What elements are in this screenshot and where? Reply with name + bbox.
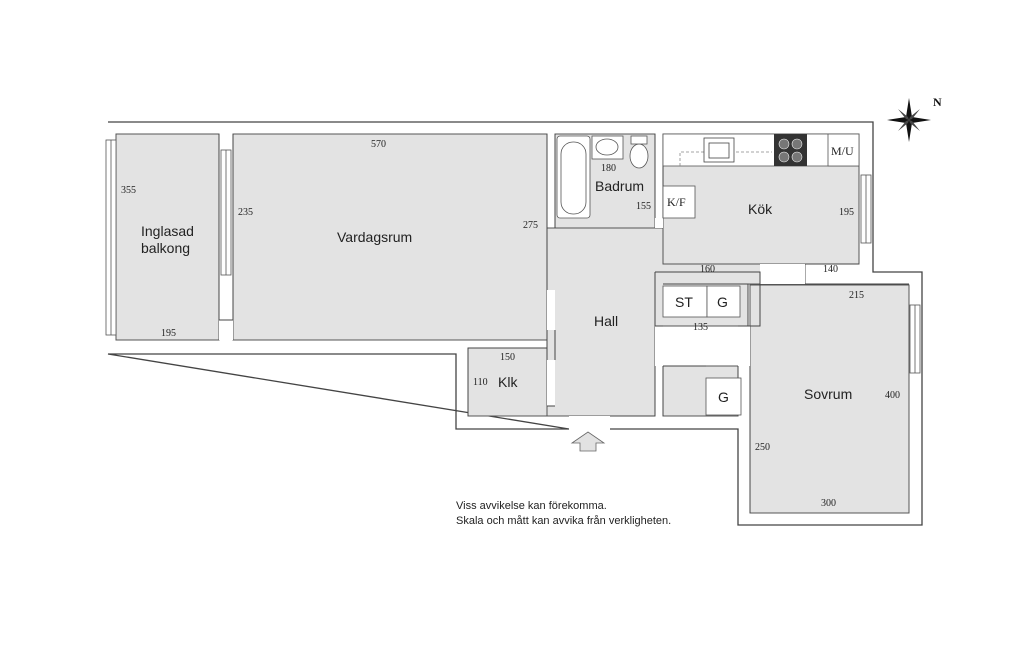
closet-label-g-sovrum: G <box>718 389 729 405</box>
room-label-balkong-1: Inglasad <box>141 223 194 239</box>
fixture-label-mu: M/U <box>831 144 854 158</box>
dim-355: 355 <box>121 185 136 196</box>
room-label-badrum: Badrum <box>595 178 644 194</box>
fixture-label-kf: K/F <box>667 195 686 209</box>
kitchen-counter <box>662 133 860 167</box>
compass-north-label: N <box>933 95 942 109</box>
dim-180: 180 <box>601 163 616 174</box>
dim-195-balkong: 195 <box>161 328 176 339</box>
toilet-icon <box>629 143 649 169</box>
room-label-kok: Kök <box>748 201 773 217</box>
dim-150: 150 <box>500 352 515 363</box>
room-label-klk: Klk <box>498 374 518 390</box>
room-floors <box>115 133 910 514</box>
door-gaps <box>219 218 805 429</box>
entrance-arrow-icon <box>570 431 606 452</box>
stove-icon <box>774 134 807 166</box>
room-label-sovrum: Sovrum <box>804 386 852 402</box>
room-label-balkong-2: balkong <box>141 240 190 256</box>
room-label-vardagsrum: Vardagsrum <box>337 229 412 245</box>
dim-110: 110 <box>473 377 488 388</box>
outer-walls <box>107 121 923 526</box>
dim-195-kok: 195 <box>839 207 854 218</box>
windows <box>105 139 921 374</box>
dim-250: 250 <box>755 442 770 453</box>
dim-215: 215 <box>849 290 864 301</box>
dim-300: 300 <box>821 498 836 509</box>
disclaimer-line-2: Skala och mått kan avvika från verklighe… <box>456 515 672 527</box>
mu-box <box>827 133 860 167</box>
closet-label-st: ST <box>675 294 693 310</box>
closets <box>662 285 742 416</box>
dim-570: 570 <box>371 139 386 150</box>
closet-g-hall <box>706 285 741 318</box>
bathroom-fixtures <box>556 135 649 219</box>
kf-box <box>662 185 696 219</box>
dim-275: 275 <box>523 220 538 231</box>
dim-235: 235 <box>238 207 253 218</box>
dim-135: 135 <box>693 322 708 333</box>
dim-400: 400 <box>885 390 900 401</box>
room-label-hall: Hall <box>594 313 618 329</box>
closet-label-g-hall: G <box>717 294 728 310</box>
dim-155: 155 <box>636 201 651 212</box>
compass-rose-icon: N <box>887 95 942 142</box>
room-vardagsrum-floor <box>232 133 548 341</box>
disclaimer-line-1: Viss avvikelse kan förekomma. <box>456 500 607 512</box>
closet-g-sovrum <box>705 377 742 416</box>
dim-160: 160 <box>700 264 715 275</box>
kitchen-fixtures <box>662 133 860 219</box>
interior-walls <box>218 134 909 513</box>
dim-140: 140 <box>823 264 838 275</box>
